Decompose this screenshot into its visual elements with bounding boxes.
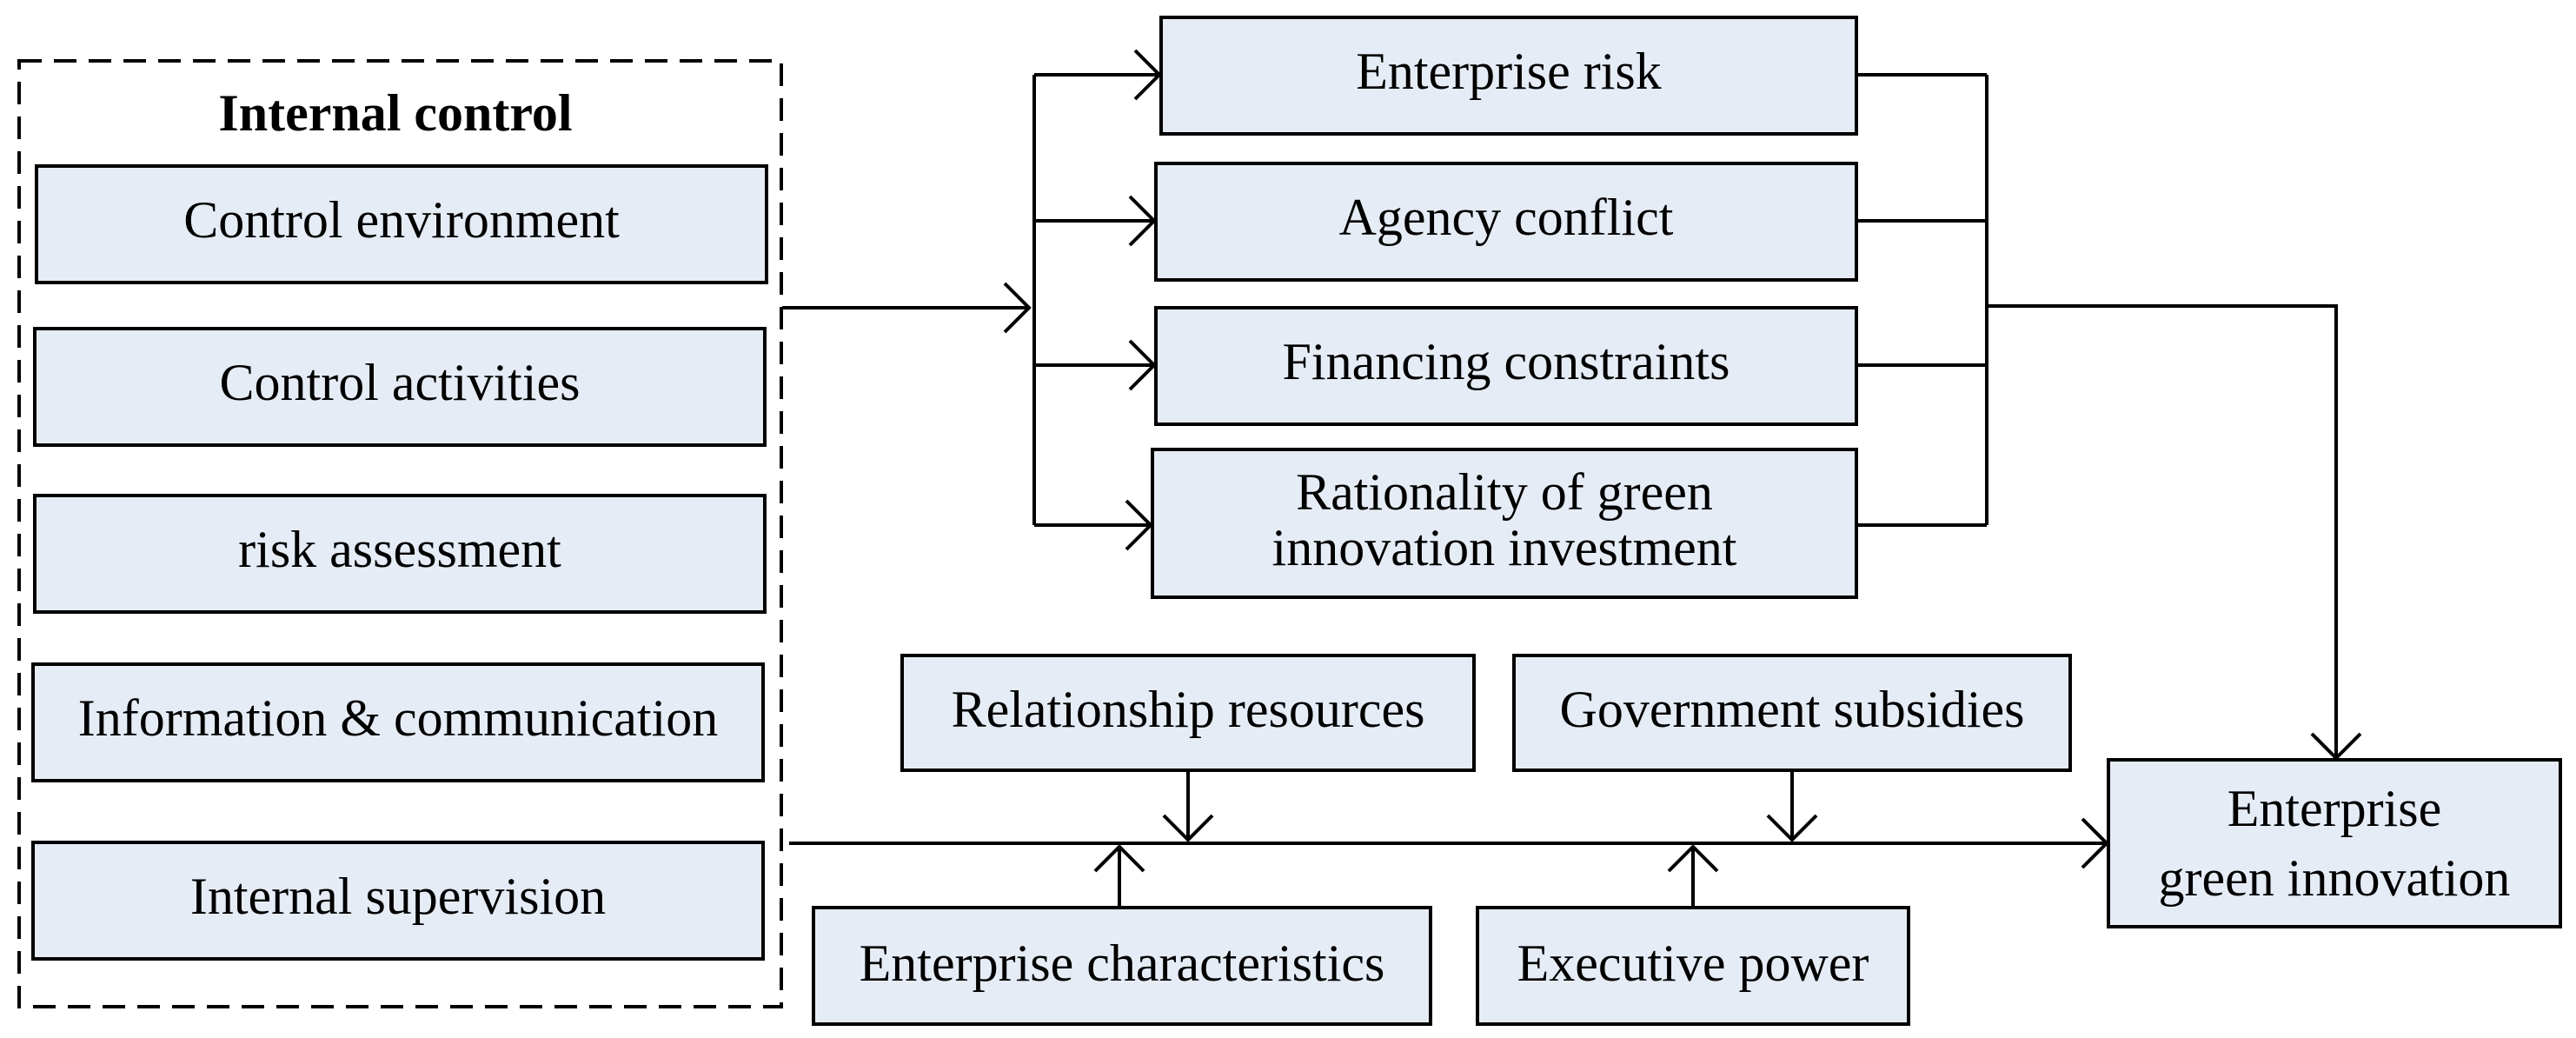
component-box bbox=[31, 662, 765, 782]
mediator-box bbox=[1159, 16, 1858, 136]
mediator-label-line-1: Rationality of green bbox=[1296, 463, 1713, 521]
moderator-label: Government subsidies bbox=[1560, 681, 2025, 738]
mediator-enterprise-risk: Enterprise risk bbox=[1159, 16, 1858, 136]
moderator-enterprise-characteristics: Enterprise characteristics bbox=[812, 906, 1432, 1026]
mediator-rationality-investment: Rationality of green innovation investme… bbox=[1151, 448, 1858, 599]
arrow-head bbox=[1133, 49, 1162, 101]
arrow-head bbox=[2310, 732, 2362, 761]
connectors-to-mediators bbox=[782, 49, 1162, 551]
component-box bbox=[33, 494, 767, 614]
arrow-head bbox=[1162, 814, 1214, 842]
mediator-agency-conflict: Agency conflict bbox=[1154, 162, 1858, 282]
moderator-government-subsidies: Government subsidies bbox=[1512, 654, 2072, 772]
internal-control-title: Internal control bbox=[218, 84, 572, 142]
outcome-box bbox=[2107, 758, 2562, 928]
internal-control-group: Internal control Control environment Con… bbox=[17, 59, 783, 1008]
mediator-label: Financing constraints bbox=[1283, 333, 1730, 390]
moderator-box bbox=[1476, 906, 1910, 1026]
arrow-head bbox=[2081, 817, 2109, 869]
component-label: Internal supervision bbox=[190, 868, 606, 925]
mediator-financing-constraints: Financing constraints bbox=[1154, 306, 1858, 426]
component-label: Control activities bbox=[220, 354, 581, 411]
arrow-head bbox=[1003, 282, 1032, 334]
component-control-activities: Control activities bbox=[33, 327, 767, 447]
mediator-label-line-2: innovation investment bbox=[1272, 519, 1737, 576]
mediator-label: Agency conflict bbox=[1339, 189, 1674, 246]
internal-control-frame bbox=[17, 59, 783, 1008]
arrow-head bbox=[1667, 844, 1719, 873]
arrow-head bbox=[1125, 499, 1153, 551]
moderator-executive-power: Executive power bbox=[1476, 906, 1910, 1026]
connectors-to-outcome bbox=[1856, 73, 2362, 761]
outcome-label-line-2: green innovation bbox=[2159, 849, 2511, 907]
moderator-box bbox=[1512, 654, 2072, 772]
component-label: risk assessment bbox=[238, 521, 561, 578]
arrow-head bbox=[1128, 195, 1157, 247]
moderator-label: Relationship resources bbox=[952, 681, 1425, 738]
arrow-head bbox=[1766, 814, 1818, 842]
connector-line bbox=[1987, 304, 2338, 758]
component-risk-assessment: risk assessment bbox=[33, 494, 767, 614]
component-label: Control environment bbox=[183, 191, 620, 249]
moderator-box bbox=[812, 906, 1432, 1026]
moderator-box bbox=[900, 654, 1476, 772]
component-control-environment: Control environment bbox=[35, 164, 768, 284]
component-label: Information & communication bbox=[78, 689, 719, 747]
component-box bbox=[33, 327, 767, 447]
moderator-label: Enterprise characteristics bbox=[860, 935, 1385, 992]
direct-effect-path bbox=[789, 770, 2109, 908]
component-box bbox=[31, 841, 765, 961]
mediator-box bbox=[1151, 448, 1858, 599]
moderator-label: Executive power bbox=[1517, 935, 1869, 992]
arrow-head bbox=[1093, 844, 1145, 873]
outcome-enterprise-green-innovation: Enterprise green innovation bbox=[2107, 758, 2562, 928]
component-internal-supervision: Internal supervision bbox=[31, 841, 765, 961]
component-box bbox=[35, 164, 768, 284]
mediator-label: Enterprise risk bbox=[1356, 43, 1662, 100]
component-information-communication: Information & communication bbox=[31, 662, 765, 782]
moderator-relationship-resources: Relationship resources bbox=[900, 654, 1476, 772]
outcome-label-line-1: Enterprise bbox=[2227, 780, 2442, 837]
arrow-head bbox=[1128, 339, 1157, 391]
